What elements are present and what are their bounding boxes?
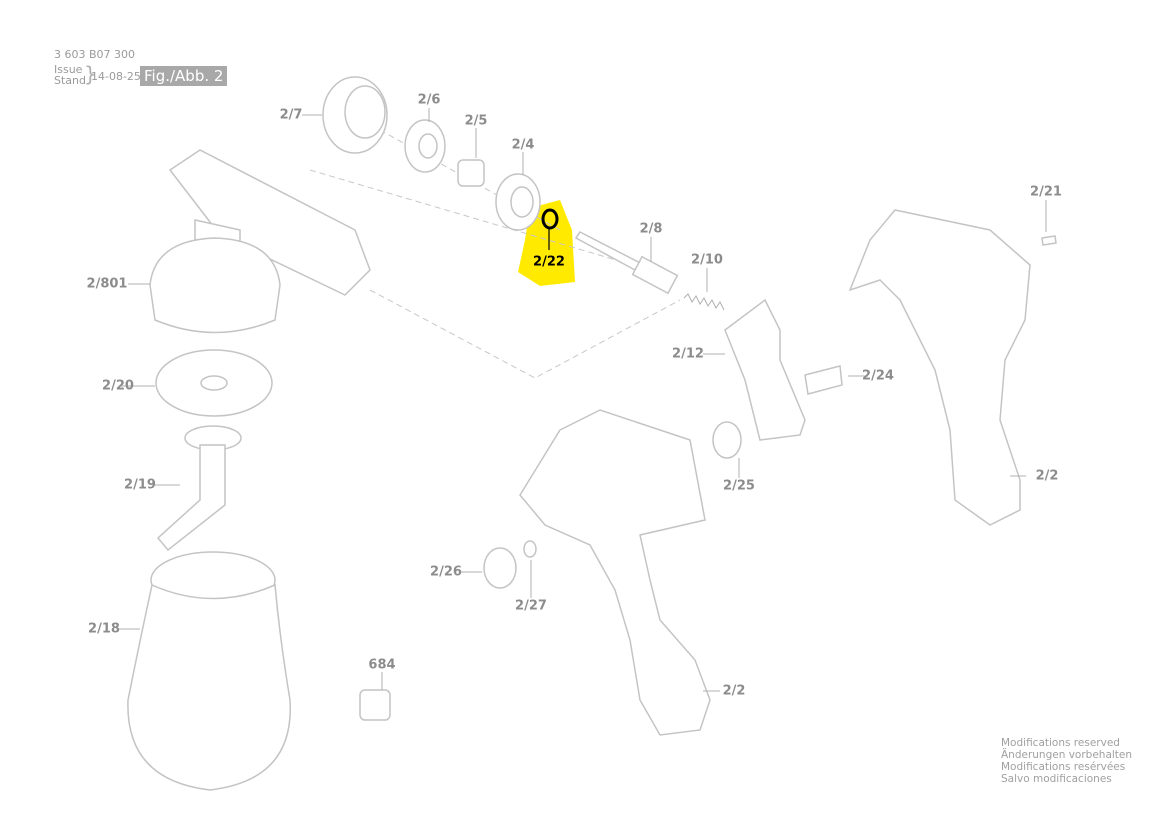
issue-stand-label: Issue Stand [54,64,86,86]
part-2-6-disc [404,119,446,173]
label-684: 684 [368,657,396,673]
part-2-8-needle [574,231,679,295]
note-de: Änderungen vorbehalten [1001,749,1133,761]
assembly-axis-lines [309,129,681,379]
part-2-10-spring [683,293,725,311]
part-2-7-nut [322,76,388,154]
modifications-note: Modifications reserved Änderungen vorbeh… [1001,737,1132,785]
part-number: 3 603 B07 300 [54,48,136,61]
label-2-24: 2/24 [862,368,894,384]
part-2-5-nozzle [457,159,485,187]
part-684-valve [359,689,391,721]
label-2-18: 2/18 [88,621,120,637]
part-2-22-o-ring [541,208,559,250]
part-2-24-pad [804,365,843,395]
brace: } [84,62,97,86]
part-2-801-front-housing [149,149,371,334]
part-2-4-air-cap [495,173,541,231]
label-2-20: 2/20 [102,378,134,394]
label-2-26: 2/26 [430,564,462,580]
label-2-8: 2/8 [639,221,663,237]
label-2-6: 2/6 [417,92,441,108]
note-es: Salvo modificaciones [1001,773,1112,785]
label-2-27: 2/27 [515,598,547,614]
note-en: Modifications reserved [1001,737,1120,749]
label-2-25: 2/25 [723,478,755,494]
part-2-19-suction-tube [156,425,242,552]
stand-label: Stand [54,74,86,87]
part-2-20-gasket [155,349,273,417]
label-2-2-left: 2/2 [722,683,746,699]
issue-label: Issue [54,63,83,76]
part-2-12-trigger [724,298,806,441]
label-2-21: 2/21 [1030,184,1062,200]
label-2-5: 2/5 [464,113,488,129]
label-2-10: 2/10 [691,252,723,268]
leader-lines [119,108,1047,692]
part-2-2-handle-right [848,209,1031,526]
part-2-2-handle-left [519,409,711,736]
part-2-21-screw [1041,235,1057,246]
label-2-19: 2/19 [124,477,156,493]
label-2-12: 2/12 [672,346,704,362]
part-2-26-knob [483,547,517,589]
label-2-801: 2/801 [86,276,128,292]
figure-label: Fig./Abb. 2 [140,66,228,86]
label-2-7: 2/7 [279,107,303,123]
part-2-27-washer [523,540,537,558]
part-2-18-container [127,551,291,791]
issue-date: 14-08-25 [91,70,141,83]
label-2-4: 2/4 [511,137,535,153]
part-2-25-gear [712,421,742,459]
label-2-2-right: 2/2 [1035,468,1059,484]
label-2-22-highlighted: 2/22 [533,254,565,270]
note-fr: Modifications resérvées [1001,761,1126,773]
